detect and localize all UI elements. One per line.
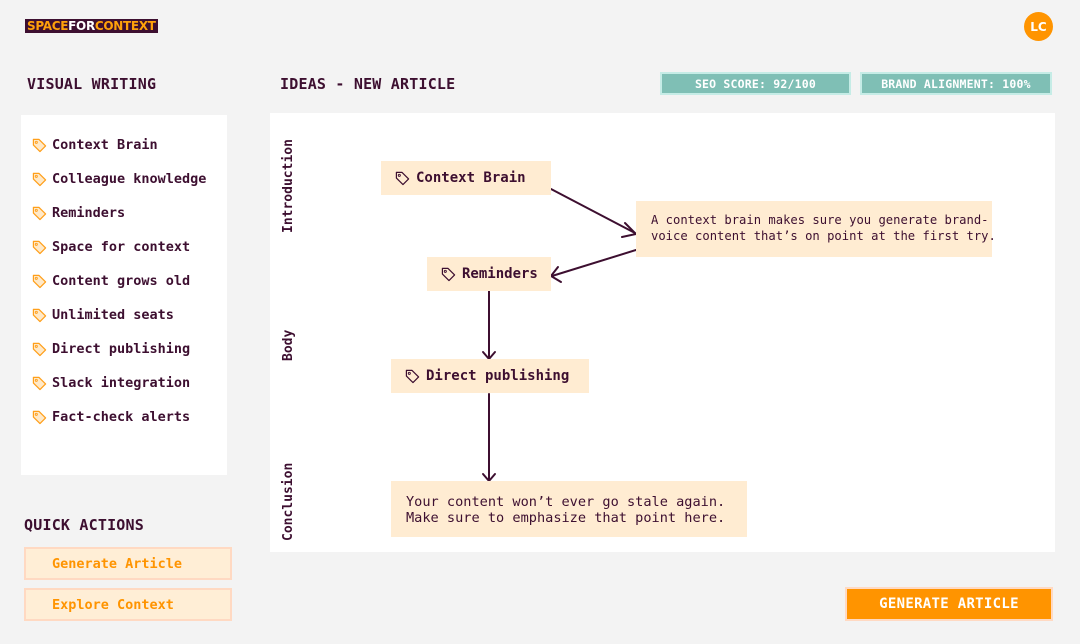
tag-icon (32, 308, 47, 323)
note-conclusion: Your content won’t ever go stale again. … (391, 481, 747, 537)
brand-alignment-badge: BRAND ALIGNMENT: 100% (860, 72, 1052, 95)
seo-score-badge: SEO SCORE: 92/100 (660, 72, 851, 95)
sidebar-item-slack-integration[interactable]: Slack integration (21, 366, 227, 400)
sidebar-item-reminders[interactable]: Reminders (21, 196, 227, 230)
generate-article-quick-button[interactable]: Generate Article (24, 547, 232, 580)
sidebar-item-content-grows-old[interactable]: Content grows old (21, 264, 227, 298)
tag-icon (405, 369, 420, 384)
sidebar-item-label: Unlimited seats (52, 307, 174, 323)
sidebar-item-label: Context Brain (52, 137, 158, 153)
sidebar-item-label: Reminders (52, 205, 126, 221)
node-label: Context Brain (416, 170, 526, 186)
sidebar-item-colleague-knowledge[interactable]: Colleague knowledge (21, 162, 227, 196)
logo-part-for: FOR (68, 19, 95, 33)
tag-icon (32, 410, 47, 425)
node-reminders[interactable]: Reminders (427, 257, 551, 291)
section-label-body: Body (281, 329, 296, 361)
node-label: Reminders (462, 266, 538, 282)
sidebar-item-space-for-context[interactable]: Space for context (21, 230, 227, 264)
sidebar-item-label: Direct publishing (52, 341, 191, 357)
tag-icon (32, 240, 47, 255)
sidebar-item-label: Colleague knowledge (52, 171, 207, 187)
sidebar-title: VISUAL WRITING (27, 75, 157, 93)
sidebar-item-unlimited-seats[interactable]: Unlimited seats (21, 298, 227, 332)
tag-icon (441, 267, 456, 282)
tag-icon (32, 376, 47, 391)
node-context-brain[interactable]: Context Brain (381, 161, 551, 195)
tag-icon (32, 206, 47, 221)
sidebar-item-context-brain[interactable]: Context Brain (21, 128, 227, 162)
sidebar-item-label: Slack integration (52, 375, 191, 391)
note-context-brain: A context brain makes sure you generate … (636, 201, 996, 257)
section-label-introduction: Introduction (281, 139, 296, 233)
tag-icon (395, 171, 410, 186)
node-label: Direct publishing (426, 368, 570, 384)
sidebar-item-label: Fact-check alerts (52, 409, 191, 425)
tag-icon (32, 274, 47, 289)
idea-canvas[interactable]: Introduction Body Conclusion Context Bra… (270, 113, 1055, 552)
generate-article-button[interactable]: GENERATE ARTICLE (845, 587, 1053, 621)
sidebar-item-label: Space for context (52, 239, 191, 255)
node-direct-publishing[interactable]: Direct publishing (391, 359, 589, 393)
tag-icon (32, 138, 47, 153)
explore-context-button[interactable]: Explore Context (24, 588, 232, 621)
quick-actions-title: QUICK ACTIONS (24, 516, 144, 534)
page-title: IDEAS - NEW ARTICLE (280, 75, 456, 93)
sidebar-item-direct-publishing[interactable]: Direct publishing (21, 332, 227, 366)
sidebar-item-label: Content grows old (52, 273, 191, 289)
tag-icon (32, 342, 47, 357)
logo-part-space: SPACE (27, 19, 69, 33)
section-label-conclusion: Conclusion (281, 462, 296, 541)
tag-icon (32, 172, 47, 187)
sidebar-tag-list: Context Brain Colleague knowledge Remind… (21, 115, 227, 475)
sidebar-item-fact-check-alerts[interactable]: Fact-check alerts (21, 400, 227, 434)
user-avatar[interactable]: LC (1024, 12, 1053, 41)
logo-part-context: CONTEXT (94, 19, 156, 33)
